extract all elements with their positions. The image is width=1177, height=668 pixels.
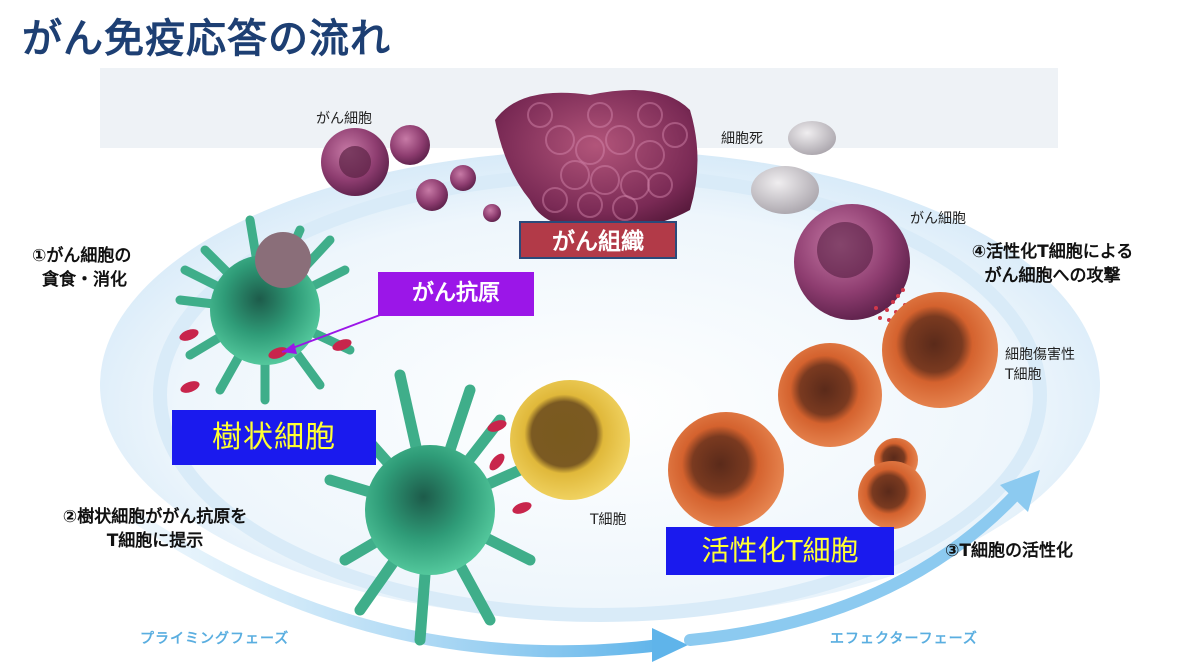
step-4: ④活性化T細胞による がん細胞への攻撃 [945, 240, 1160, 288]
dendritic-cell-1 [175, 215, 355, 405]
priming-arrow [134, 514, 666, 658]
priming-arrow-head [652, 628, 688, 662]
label-cancer-cell-right: がん細胞 [910, 211, 966, 227]
effector-phase-label: エフェクターフェーズ [830, 631, 978, 647]
dendritic-cell-2 [324, 369, 536, 646]
label-ctl-line2: T細胞 [1005, 367, 1042, 383]
cancer-tissue [495, 90, 698, 229]
cancer-cells-released [321, 125, 501, 222]
step-2: ②樹状細胞ががん抗原を T細胞に提示 [30, 505, 280, 553]
cancer-tissue-label: がん組織 [519, 221, 677, 259]
cancer-antigen-label: がん抗原 [378, 272, 534, 316]
activated-t-cell-label: 活性化T細胞 [666, 527, 894, 575]
step-4-line2: がん細胞への攻撃 [984, 266, 1121, 286]
dead-cells [751, 121, 836, 214]
antigen-pointer-head [282, 343, 297, 354]
t-cell [510, 380, 630, 500]
step-1: ①がん細胞の 貪食・消化 [32, 244, 131, 292]
activated-t-cells [668, 292, 998, 529]
label-cancer-cell-top: がん細胞 [316, 111, 372, 127]
tissue-texture [527, 102, 688, 221]
effector-arrow-head [1000, 470, 1040, 512]
label-t-cell: T細胞 [590, 512, 627, 528]
step-1-line1: ①がん細胞の [32, 246, 132, 266]
antigen-fragments-2 [487, 420, 532, 514]
page-title: がん免疫応答の流れ [22, 16, 391, 62]
label-ctl-line1: 細胞傷害性 [1005, 347, 1075, 363]
step-2-line1: ②樹状細胞ががん抗原を [62, 507, 248, 527]
step-1-line2: 貪食・消化 [42, 270, 127, 290]
step-4-line1: ④活性化T細胞による [971, 242, 1134, 262]
label-cell-death: 細胞死 [721, 131, 763, 147]
effector-arrow [684, 484, 1026, 646]
dendritic-cell-label: 樹状細胞 [172, 410, 376, 465]
antigen-pointer [281, 314, 381, 353]
priming-phase-label: プライミングフェーズ [140, 631, 290, 647]
step-2-line2: T細胞に提示 [106, 531, 204, 551]
cancer-cell-target [794, 204, 910, 320]
step-3: ③T細胞の活性化 [945, 541, 1073, 561]
antigen-fragments-1 [179, 329, 352, 393]
